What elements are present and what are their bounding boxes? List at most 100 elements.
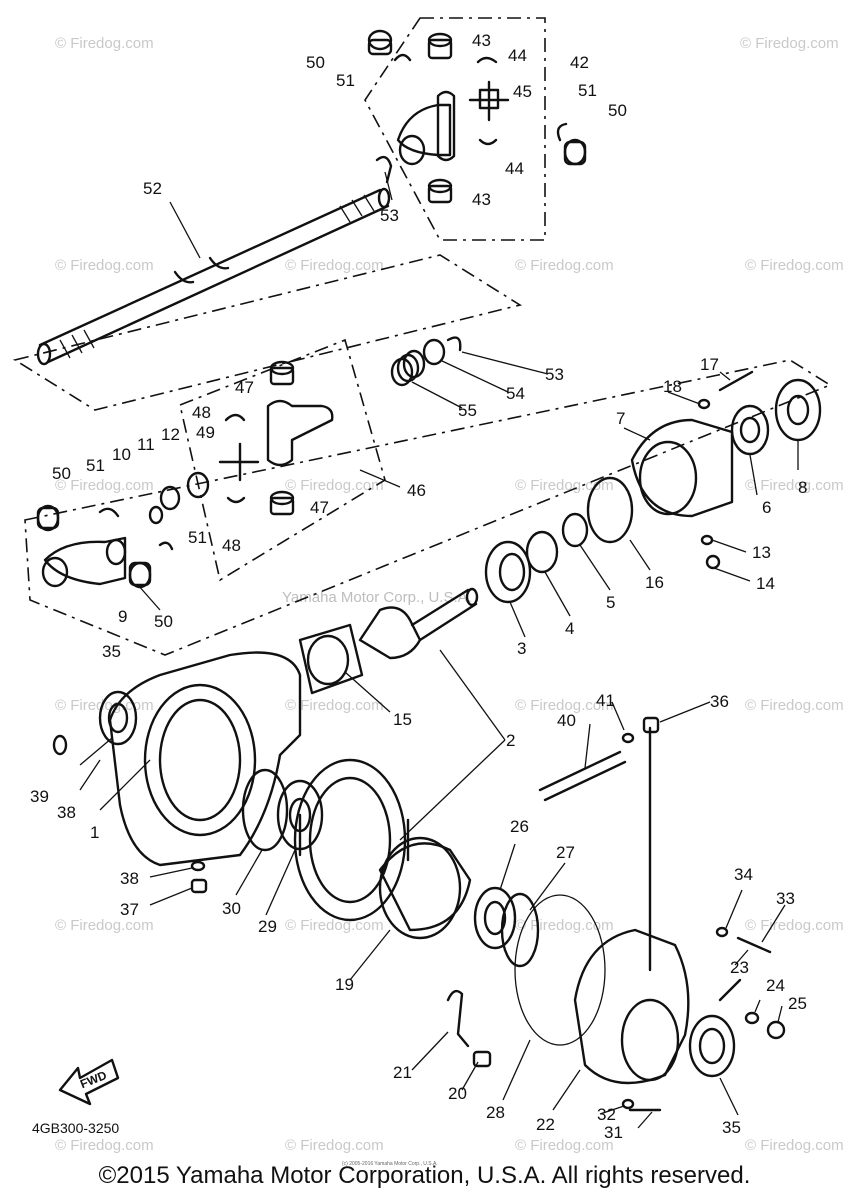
part-label: 7	[616, 409, 625, 428]
part-label: 27	[556, 843, 575, 862]
part-label: 38	[57, 803, 76, 822]
watermark: © Firedog.com	[285, 477, 384, 494]
ring-gear-assembly	[293, 758, 606, 1046]
frame-universal-joint-lower	[179, 338, 386, 582]
part-label: 51	[578, 81, 597, 100]
watermark: © Firedog.com	[515, 477, 614, 494]
part-label: 50	[608, 101, 627, 120]
part-label: 50	[52, 464, 71, 483]
part-label: 53	[545, 365, 564, 384]
part-label: 43	[472, 190, 491, 209]
part-label: 45	[513, 82, 532, 101]
part-label: 53	[380, 206, 399, 225]
part-label: 35	[722, 1118, 741, 1137]
part-label: 1	[90, 823, 99, 842]
part-label: 52	[143, 179, 162, 198]
part-label: 22	[536, 1115, 555, 1134]
part-label: 31	[604, 1123, 623, 1142]
part-label: 40	[557, 711, 576, 730]
part-label: 28	[486, 1103, 505, 1122]
part-label: 11	[137, 435, 155, 454]
part-label: 23	[730, 958, 749, 977]
part-label: 19	[335, 975, 354, 994]
watermark: © Firedog.com	[745, 477, 844, 494]
watermark: © Firedog.com	[515, 697, 614, 714]
part-label: 55	[458, 401, 477, 420]
part-label: 29	[258, 917, 277, 936]
upper-universal-joint	[367, 29, 587, 204]
watermark: © Firedog.com	[55, 35, 154, 52]
part-label: 49	[196, 423, 215, 442]
part-label: 6	[762, 498, 771, 517]
part-label: 9	[118, 607, 127, 626]
part-label: 10	[112, 445, 131, 464]
watermark: © Firedog.com	[745, 1137, 844, 1154]
part-label: 2	[506, 731, 515, 750]
part-label: 39	[30, 787, 49, 806]
part-label: 37	[120, 900, 139, 919]
part-label: 12	[161, 425, 180, 444]
part-label: 47	[235, 378, 254, 397]
part-label: 41	[596, 691, 615, 710]
diagram-code: 4GB300-3250	[32, 1120, 120, 1136]
spring-washer-set	[390, 336, 462, 387]
part-label: 15	[393, 710, 412, 729]
watermark: © Firedog.com	[515, 917, 614, 934]
fwd-label: FWD	[78, 1068, 109, 1091]
leader-lines	[79, 171, 799, 1129]
part-label: 33	[776, 889, 795, 908]
part-label: 24	[766, 976, 785, 995]
watermark: © Firedog.com	[740, 35, 839, 52]
pinion-gear-assembly	[358, 370, 822, 660]
part-label: 38	[120, 869, 139, 888]
part-label: 36	[710, 692, 729, 711]
part-label: 13	[752, 543, 771, 562]
differential-housing	[52, 623, 364, 894]
part-label: 54	[506, 384, 525, 403]
watermark: © Firedog.com	[285, 697, 384, 714]
part-label: 34	[734, 865, 753, 884]
watermark: © Firedog.com	[55, 257, 154, 274]
part-label: 50	[306, 53, 325, 72]
lower-universal-joint	[218, 360, 334, 516]
part-label: 43	[472, 31, 491, 50]
forward-arrow-icon: FWD	[58, 1058, 120, 1106]
part-label: 21	[393, 1063, 412, 1082]
front-yoke-assembly	[36, 471, 210, 589]
part-label: 51	[188, 528, 207, 547]
frame-pinion-assembly	[24, 359, 832, 656]
part-labels: 1 2 3 4 5 6 7 8 9 10 11 12 13 14 15 16 1…	[30, 31, 807, 1142]
watermark: © Firedog.com	[285, 1137, 384, 1154]
part-label: 46	[407, 481, 426, 500]
part-label: 50	[154, 612, 173, 631]
watermark: © Firedog.com	[285, 257, 384, 274]
center-watermark: Yamaha Motor Corp., U.S.A.	[282, 589, 472, 606]
part-label: 26	[510, 817, 529, 836]
part-label: 25	[788, 994, 807, 1013]
part-label: 5	[606, 593, 615, 612]
copyright-notice: ©2015 Yamaha Motor Corporation, U.S.A. A…	[98, 1162, 751, 1189]
watermark: © Firedog.com	[515, 1137, 614, 1154]
watermark: © Firedog.com	[55, 1137, 154, 1154]
part-label: 8	[798, 478, 807, 497]
watermark: © Firedog.com	[745, 917, 844, 934]
part-label: 48	[222, 536, 241, 555]
watermark: © Firedog.com	[55, 697, 154, 714]
part-label: 48	[192, 403, 211, 422]
differential-cover-assembly	[446, 716, 786, 1112]
part-label: 47	[310, 498, 329, 517]
part-label: 20	[448, 1084, 467, 1103]
part-label: 51	[336, 71, 355, 90]
part-label: 18	[663, 377, 682, 396]
part-label: 16	[645, 573, 664, 592]
watermark: © Firedog.com	[745, 257, 844, 274]
frame-drive-shaft	[12, 254, 523, 411]
watermark: © Firedog.com	[515, 257, 614, 274]
part-label: 3	[517, 639, 526, 658]
watermark: © Firedog.com	[745, 697, 844, 714]
part-label: 44	[508, 46, 527, 65]
watermark-layer: © Firedog.com © Firedog.com © Firedog.co…	[55, 35, 844, 1154]
part-label: 42	[570, 53, 589, 72]
